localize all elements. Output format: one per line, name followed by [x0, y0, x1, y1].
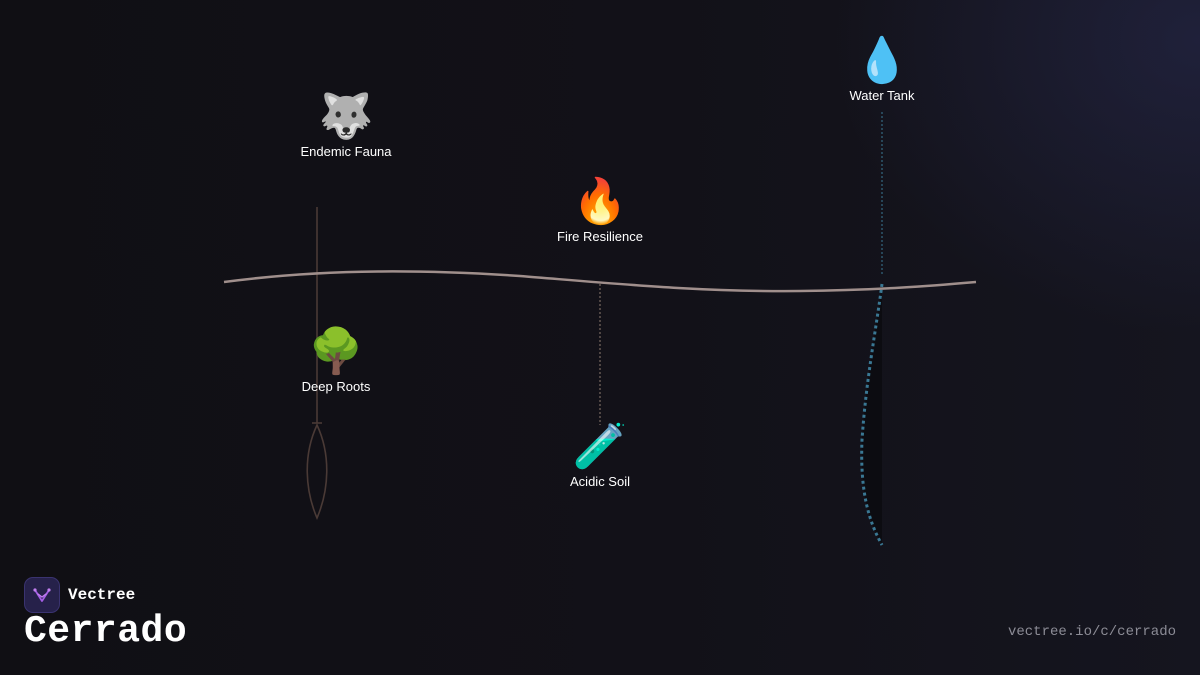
- node-deep-roots: 🌳 Deep Roots: [301, 326, 371, 395]
- node-water-tank: 💧 Water Tank: [849, 35, 915, 104]
- node-label-acidic-soil: Acidic Soil: [570, 474, 630, 489]
- tree-root-bulb: [306, 423, 328, 521]
- tree-icon: 🌳: [308, 326, 364, 377]
- node-label-fire-resilience: Fire Resilience: [557, 229, 643, 244]
- page-title: Cerrado: [24, 610, 188, 653]
- node-label-water-tank: Water Tank: [849, 88, 915, 103]
- wolf-icon: 🐺: [318, 91, 374, 142]
- node-acidic-soil: 🧪 Acidic Soil: [570, 421, 630, 490]
- node-label-deep-roots: Deep Roots: [301, 379, 371, 394]
- vectree-logo-icon: [24, 577, 60, 613]
- node-fire-resilience: 🔥 Fire Resilience: [557, 176, 643, 245]
- brand: Vectree: [24, 577, 135, 613]
- water-drop-icon: 💧: [854, 35, 910, 86]
- source-url[interactable]: vectree.io/c/cerrado: [1007, 624, 1176, 640]
- node-label-endemic-fauna: Endemic Fauna: [300, 144, 392, 159]
- water-root-line: [860, 283, 884, 546]
- water-root-shadow: [861, 282, 882, 545]
- brand-name: Vectree: [68, 586, 136, 604]
- test-tube-icon: 🧪: [572, 421, 628, 472]
- node-endemic-fauna: 🐺 Endemic Fauna: [300, 91, 392, 160]
- ground-line: [223, 270, 977, 293]
- fire-icon: 🔥: [572, 176, 628, 227]
